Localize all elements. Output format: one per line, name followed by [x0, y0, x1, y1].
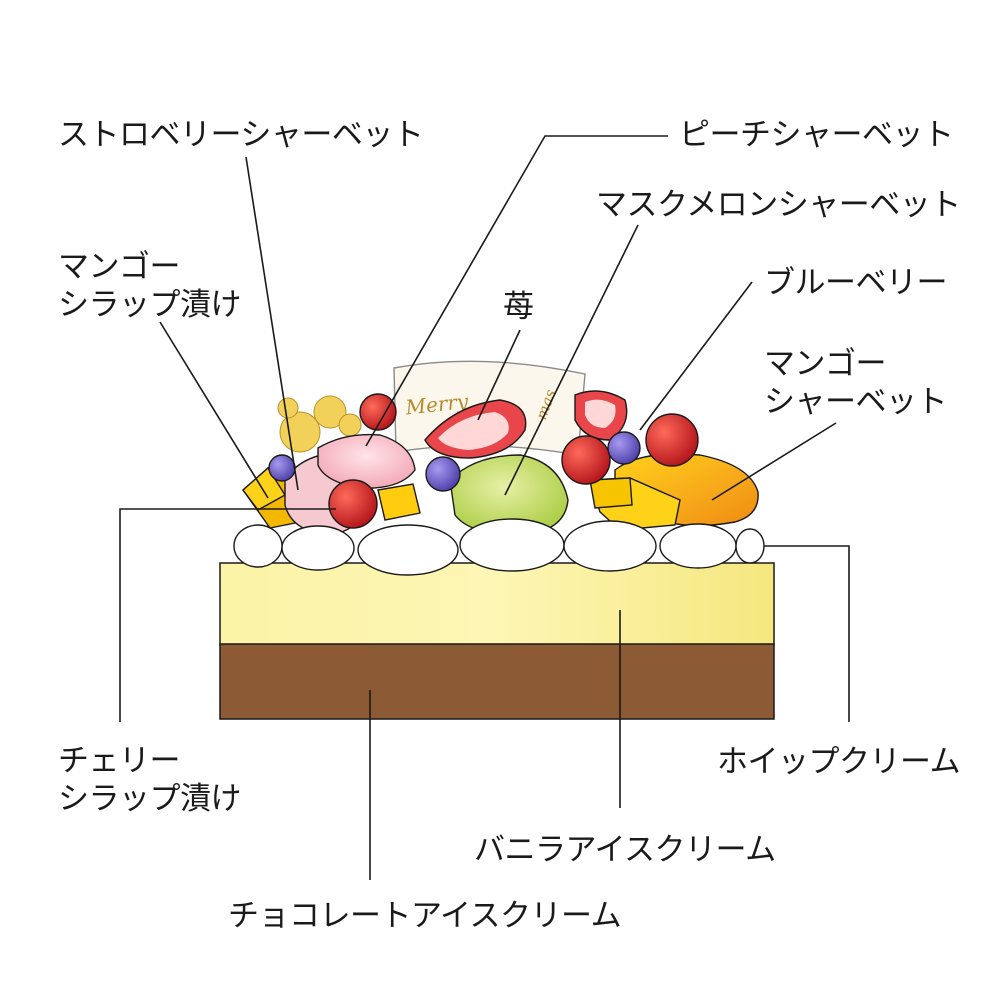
label-muskmelon-sherbet: マスクメロンシャーベット: [596, 187, 961, 223]
label-cherry-syrup-line1: チェリー: [58, 743, 181, 779]
label-mango-sherbet: マンゴー シャーベット: [764, 345, 948, 421]
label-mango-syrup: マンゴー シラップ漬け: [58, 248, 242, 324]
leader-whipped-cream: [764, 545, 850, 722]
cherry-right: [645, 413, 699, 467]
label-cherry-syrup-line2: シラップ漬け: [58, 781, 242, 817]
whipped-cream-row: [233, 518, 765, 576]
label-vanilla-ice-cream: バニラアイスクリーム: [474, 832, 776, 868]
label-peach-sherbet: ピーチシャーベット: [679, 117, 954, 153]
leader-mango-sherbet: [711, 422, 837, 501]
cherry-center: [561, 435, 611, 485]
toppings: Merry mas: [233, 360, 765, 576]
vanilla-ice-cream-layer: [219, 562, 775, 646]
blueberry-center: [425, 456, 461, 492]
leader-muskmelon-sherbet: [504, 224, 639, 496]
leader-mango-syrup: [159, 321, 269, 499]
leader-blueberry: [639, 281, 753, 431]
leader-peach-sherbet: [365, 135, 668, 447]
cherry-left: [328, 479, 378, 529]
blueberry-left: [268, 454, 296, 482]
label-cherry-syrup: チェリー シラップ漬け: [58, 742, 242, 818]
leader-strawberry: [477, 329, 521, 421]
label-mango-syrup-line1: マンゴー: [58, 249, 181, 285]
leader-lines: [119, 135, 850, 880]
label-strawberry: 苺: [503, 289, 534, 325]
label-blueberry: ブルーベリー: [764, 265, 948, 301]
blueberry-right: [607, 431, 641, 465]
cherry-top-left: [359, 393, 397, 431]
label-whipped-cream: ホイップクリーム: [717, 744, 961, 780]
leader-strawberry-sherbet: [245, 156, 299, 491]
chocolate-ice-cream-layer: [219, 643, 775, 720]
label-mango-sherbet-line2: シャーベット: [764, 384, 948, 420]
label-strawberry-sherbet: ストロベリーシャーベット: [58, 117, 424, 153]
label-mango-sherbet-line1: マンゴー: [764, 346, 887, 382]
label-chocolate-ice-cream: チョコレートアイスクリーム: [228, 898, 622, 934]
peach-sherbet: [317, 433, 416, 489]
label-mango-syrup-line2: シラップ漬け: [58, 287, 242, 323]
leader-cherry-syrup: [119, 508, 336, 722]
mango-cube-center: [377, 483, 421, 521]
